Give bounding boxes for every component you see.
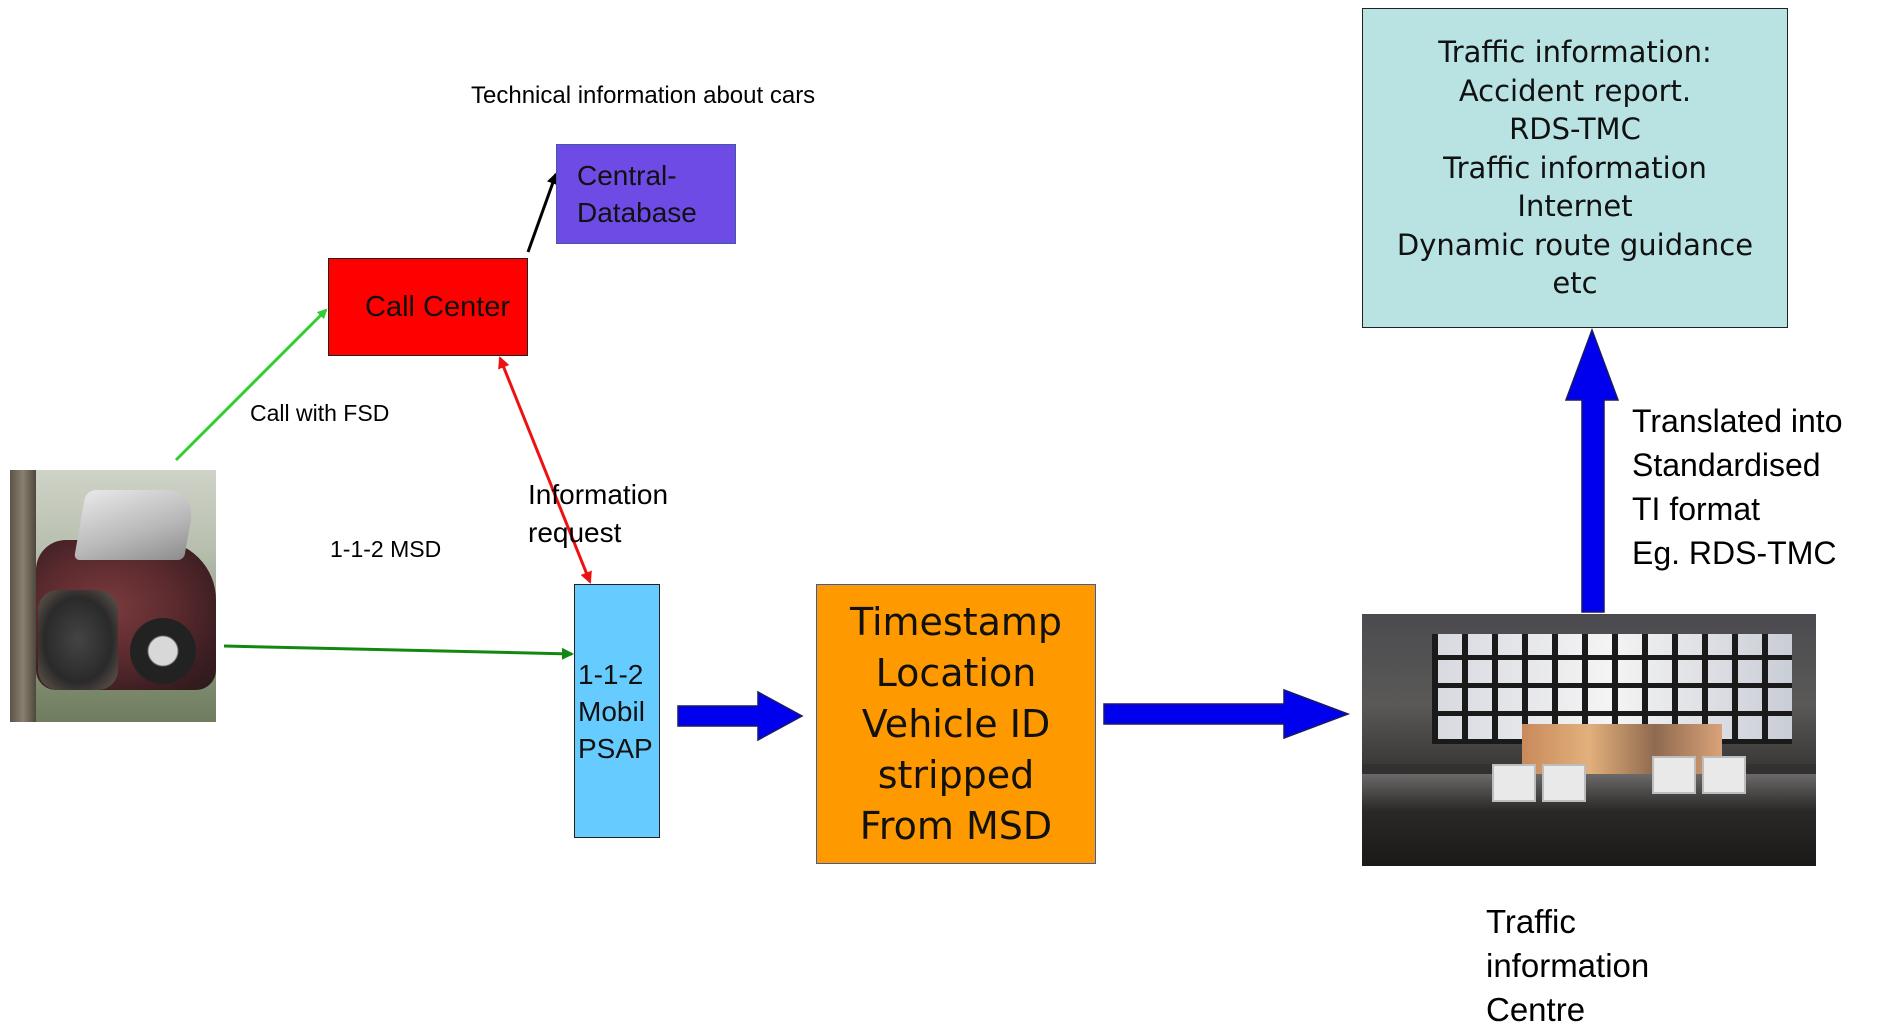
- flow-arrow-psap-to-ti: [677, 690, 804, 742]
- tic-caption-line-1: Traffic: [1486, 903, 1576, 940]
- traffic-info-line-2: Accident report.: [1458, 73, 1692, 108]
- translated-line-3: TI format: [1632, 491, 1761, 527]
- timestamp-line-2: Location: [875, 650, 1037, 695]
- call-with-fsd-label: Call with FSD: [250, 400, 390, 426]
- traffic-control-room-photo: [1362, 614, 1816, 866]
- msd-label: 1-1-2 MSD: [330, 536, 442, 562]
- technical-info-label: Technical information about cars: [471, 82, 816, 109]
- arrow-call-center-psap-exchange: [498, 356, 592, 584]
- arrow-car-to-psap: [223, 644, 574, 660]
- traffic-info-line-3: RDS-TMC: [1509, 112, 1641, 147]
- timestamp-line-3: Vehicle ID: [861, 701, 1051, 746]
- information-request-line-2: request: [528, 517, 622, 548]
- traffic-info-line-5: Internet: [1517, 189, 1633, 224]
- call-center-label: Call Center: [365, 290, 511, 323]
- tic-caption-line-2: information: [1486, 947, 1650, 984]
- central-database-box: Central- Database: [556, 144, 736, 244]
- traffic-info-line-1: Traffic information:: [1438, 35, 1712, 70]
- call-center-box: Call Center: [328, 258, 528, 356]
- timestamp-line-5: From MSD: [859, 803, 1053, 848]
- crashed-car-photo: [10, 470, 216, 722]
- arrow-call-center-to-database: [526, 172, 559, 253]
- central-database-line-1: Central-: [577, 160, 677, 191]
- psap-box: 1-1-2 Mobil PSAP: [574, 584, 660, 838]
- psap-line-3: PSAP: [578, 732, 653, 764]
- traffic-info-line-7: etc: [1552, 266, 1598, 301]
- traffic-information-box: Traffic information: Accident report. RD…: [1362, 8, 1788, 328]
- traffic-info-line-4: Traffic information: [1443, 150, 1707, 185]
- psap-line-2: Mobil: [578, 695, 645, 727]
- central-database-line-2: Database: [577, 197, 697, 228]
- timestamp-location-box: Timestamp Location Vehicle ID stripped F…: [816, 584, 1096, 864]
- translated-line-2: Standardised: [1632, 447, 1821, 483]
- information-request-label: Information request: [528, 476, 668, 552]
- translated-line-4: Eg. RDS-TMC: [1632, 535, 1837, 571]
- translated-line-1: Translated into: [1632, 403, 1843, 439]
- information-request-line-1: Information: [528, 479, 669, 510]
- flow-arrow-ti-to-centre: [1103, 688, 1351, 740]
- traffic-information-centre-caption: Traffic information Centre: [1486, 900, 1649, 1032]
- timestamp-line-1: Timestamp: [849, 599, 1063, 644]
- psap-line-1: 1-1-2: [578, 658, 644, 690]
- timestamp-line-4: stripped: [877, 752, 1035, 797]
- translated-label: Translated into Standardised TI format E…: [1632, 399, 1842, 575]
- arrow-car-to-call-center: [174, 308, 328, 462]
- tic-caption-line-3: Centre: [1486, 991, 1586, 1028]
- flow-arrow-centre-to-traffic-info: [1564, 327, 1620, 613]
- traffic-info-line-6: Dynamic route guidance: [1396, 227, 1754, 262]
